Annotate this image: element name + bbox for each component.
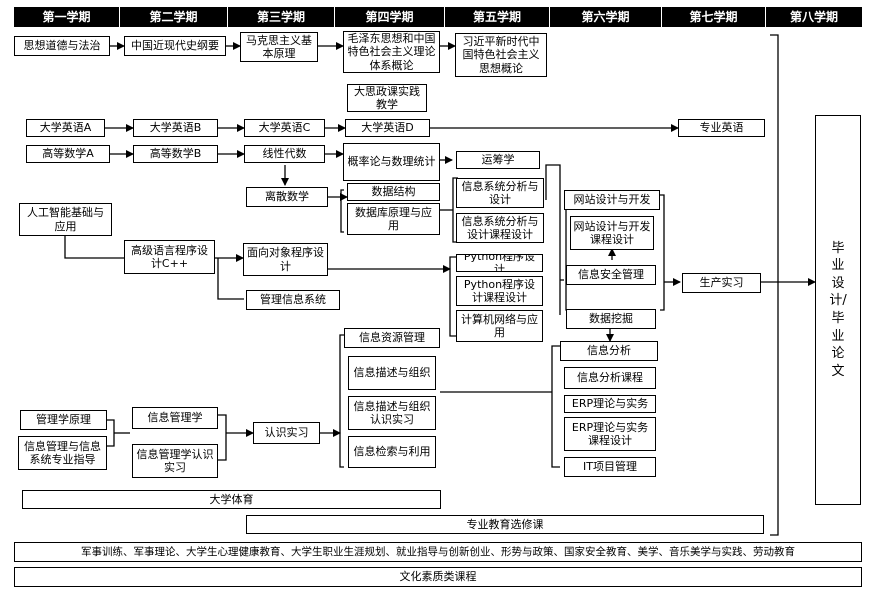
semester-header-2: 第二学期	[120, 7, 227, 27]
course-shuxue-a: 高等数学A	[26, 145, 110, 163]
course-shengchan: 生产实习	[682, 273, 761, 293]
course-maogai: 毛泽东思想和中国特色社会主义理论体系概论	[343, 31, 440, 73]
semester-header-7: 第七学期	[662, 7, 765, 27]
course-tiyu: 大学体育	[22, 490, 441, 509]
course-miaoshu-shixi: 信息描述与组织认识实习	[348, 396, 436, 430]
course-xinxi-guanlixue-shixi: 信息管理学认识实习	[132, 444, 218, 478]
course-yunchou: 运筹学	[456, 151, 540, 169]
semester-header-6: 第六学期	[550, 7, 661, 27]
course-lisan: 离散数学	[246, 187, 328, 207]
course-guanli-xinxi: 管理信息系统	[246, 290, 340, 310]
course-shuju-jiegou: 数据结构	[347, 183, 440, 201]
course-zhuanye-zhidao: 信息管理与信息系统专业指导	[18, 436, 107, 470]
course-anquan: 信息安全管理	[566, 265, 656, 285]
course-biye: 毕业设计/毕业论文	[815, 115, 861, 505]
course-junshi: 军事训练、军事理论、大学生心理健康教育、大学生职业生涯规划、就业指导与创新创业、…	[14, 542, 862, 562]
course-zhuanye-yingyu: 专业英语	[678, 119, 765, 137]
course-jiansuo: 信息检索与利用	[348, 436, 436, 468]
course-python-kecheng: Python程序设计课程设计	[456, 276, 543, 306]
course-yingyu-c: 大学英语C	[244, 119, 325, 137]
course-xinxi-fenxi: 信息分析	[560, 341, 658, 361]
course-erp-kecheng: ERP理论与实务课程设计	[564, 417, 656, 451]
course-shuxue-b: 高等数学B	[133, 145, 218, 163]
semester-header-8: 第八学期	[766, 7, 862, 27]
course-xuanxiu: 专业教育选修课	[246, 515, 764, 534]
semester-header-1: 第一学期	[14, 7, 119, 27]
course-wajue: 数据挖掘	[566, 309, 656, 329]
course-yingyu-b: 大学英语B	[133, 119, 218, 137]
course-wangzhan-kecheng: 网站设计与开发课程设计	[570, 216, 654, 250]
course-sixiang: 思想道德与法治	[14, 36, 110, 56]
course-python: Python程序设计	[456, 254, 543, 272]
course-xi: 习近平新时代中国特色社会主义思想概论	[455, 33, 547, 77]
course-erp: ERP理论与实务	[564, 395, 656, 413]
course-ziyuan: 信息资源管理	[344, 328, 440, 348]
course-xinxi-guanlixue: 信息管理学	[132, 407, 218, 429]
course-wangzhan: 网站设计与开发	[564, 190, 660, 210]
course-ai: 人工智能基础与应用	[19, 203, 112, 236]
course-dasizheng: 大思政课实践教学	[347, 84, 427, 112]
course-yingyu-a: 大学英语A	[26, 119, 105, 137]
course-miaoshu: 信息描述与组织	[348, 356, 436, 390]
semester-header-3: 第三学期	[228, 7, 334, 27]
course-guanlixue: 管理学原理	[20, 410, 107, 430]
course-c-lang: 高级语言程序设计C++	[124, 240, 215, 274]
course-xinxi-fenxi-kecheng: 信息分析课程	[564, 367, 656, 389]
semester-header-5: 第五学期	[445, 7, 549, 27]
course-gailv: 概率论与数理统计	[343, 143, 440, 181]
course-xitong-fenxi: 信息系统分析与设计	[456, 178, 544, 208]
course-jindai: 中国近现代史纲要	[124, 36, 226, 56]
course-xitong-kecheng: 信息系统分析与设计课程设计	[456, 213, 544, 243]
course-oop: 面向对象程序设计	[243, 243, 328, 276]
course-wenhua: 文化素质类课程	[14, 567, 862, 587]
course-xianxing: 线性代数	[244, 145, 325, 163]
course-it: IT项目管理	[564, 457, 656, 477]
course-yingyu-d: 大学英语D	[345, 119, 430, 137]
course-renshi-shixi: 认识实习	[253, 422, 320, 444]
course-wangluo: 计算机网络与应用	[456, 310, 543, 342]
course-makesi: 马克思主义基本原理	[240, 32, 318, 62]
semester-header-4: 第四学期	[335, 7, 444, 27]
course-shujuku: 数据库原理与应用	[347, 203, 440, 235]
